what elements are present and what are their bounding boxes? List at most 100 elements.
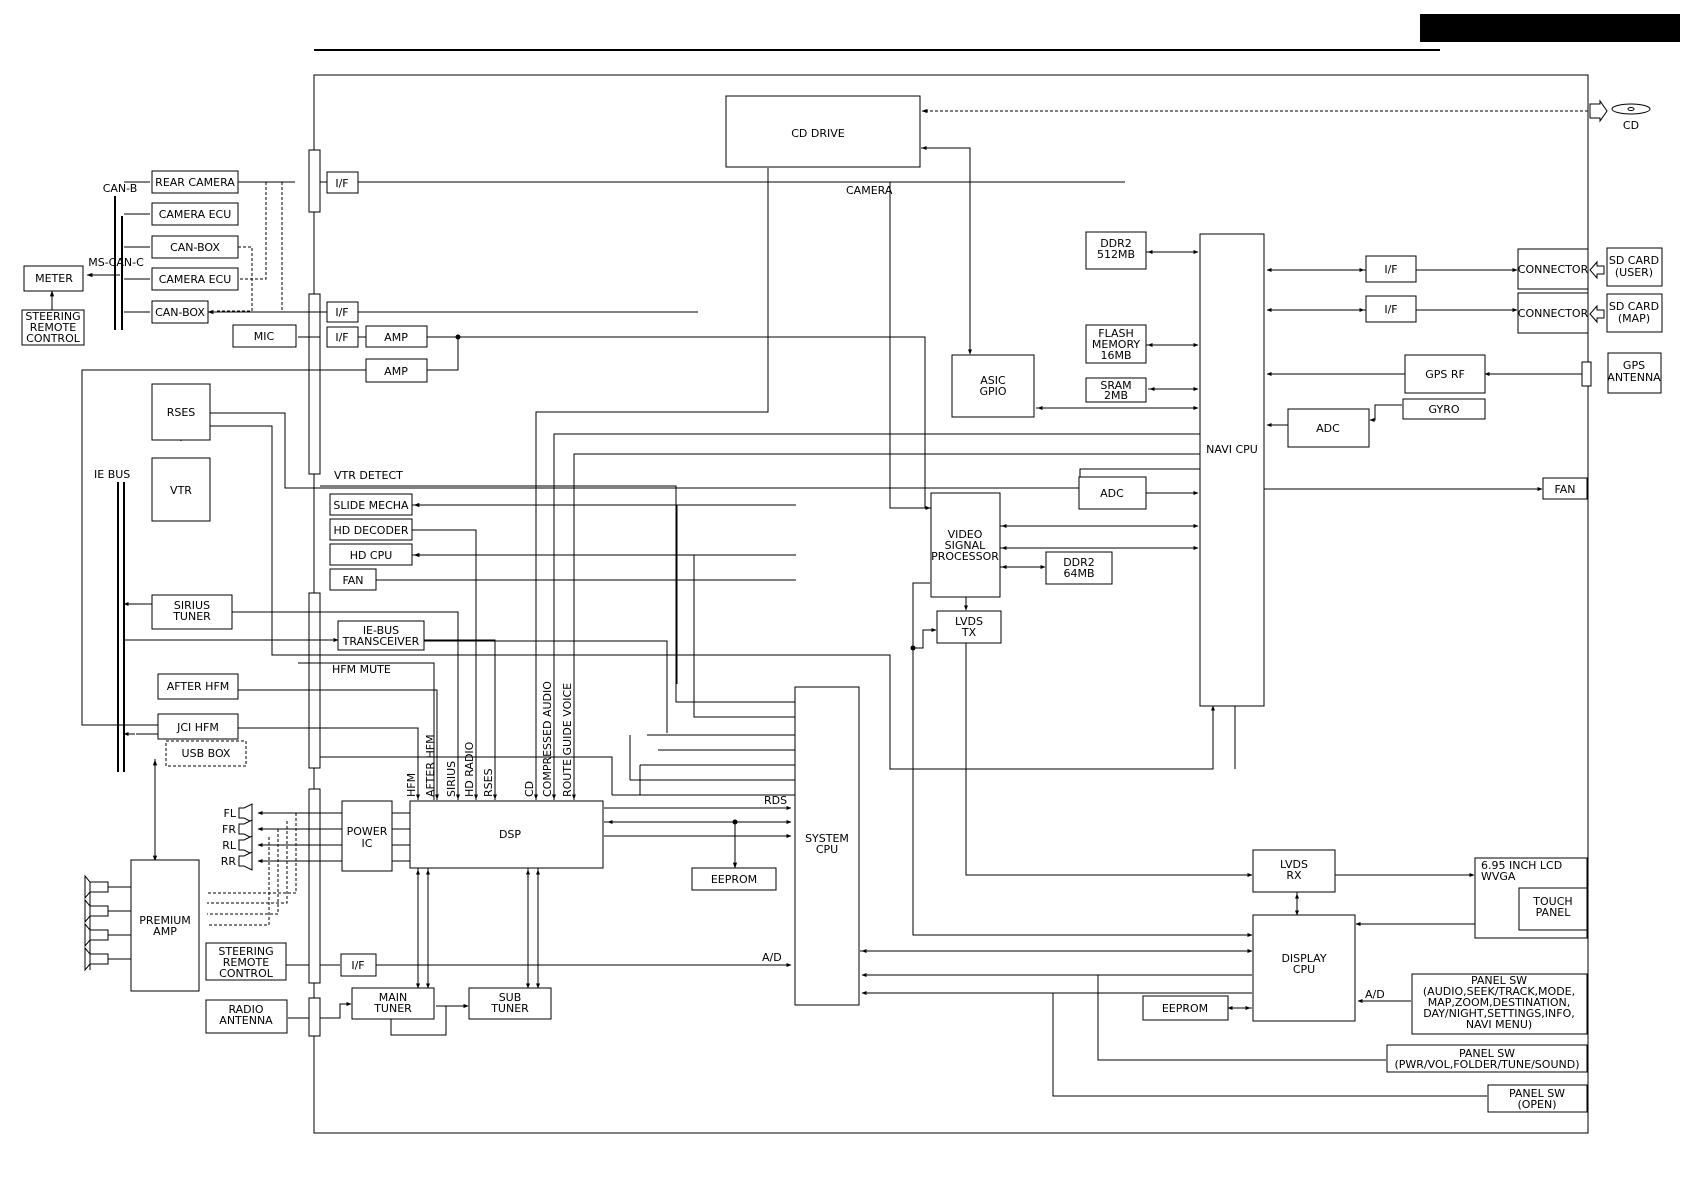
premium-amp-speaker-wires — [89, 882, 131, 970]
if-box-sd-map — [1365, 295, 1417, 323]
ie-bus-transceiver-line-2: TRANSCEIVER — [342, 635, 420, 648]
ie-bus-label: IE BUS — [94, 468, 130, 481]
steering-remote-control-box-2 — [205, 942, 287, 981]
jci-hfm-box — [157, 713, 239, 740]
sram-line-1: SRAM — [1100, 379, 1131, 392]
power-ic-box — [341, 800, 393, 872]
fan-label-left: FAN — [342, 574, 363, 587]
eeprom-label-display: EEPROM — [1162, 1002, 1208, 1015]
adc-label-lower: ADC — [1100, 487, 1124, 500]
if-label-sd-map: I/F — [1384, 303, 1397, 316]
panel-sw-1-line-5: NAVI MENU) — [1466, 1018, 1532, 1031]
vtr-detect-label: VTR DETECT — [334, 469, 403, 482]
radio-antenna-line-2: ANTENNA — [219, 1014, 273, 1027]
display-cpu-line-1: DISPLAY — [1281, 952, 1326, 965]
gps-antenna-connector — [1581, 361, 1592, 387]
sub-tuner-line-1: SUB — [499, 991, 522, 1004]
lvds-tx-box — [936, 610, 1002, 644]
if-label-sd-user: I/F — [1384, 263, 1397, 276]
gps-antenna-line-1: GPS — [1623, 359, 1645, 372]
main-tuner-line-2: TUNER — [373, 1002, 412, 1015]
adc-label-upper: ADC — [1316, 422, 1340, 435]
connector-bar-4 — [308, 788, 321, 984]
panel-sw-box-3 — [1487, 1084, 1588, 1113]
cd-drive-box — [725, 95, 921, 168]
usb-box-label: USB BOX — [182, 747, 231, 760]
connector-box-user — [1517, 248, 1589, 290]
navi-cpu-box — [1199, 233, 1265, 707]
sub-tuner-box — [468, 987, 552, 1020]
sram-line-2: 2MB — [1104, 389, 1128, 402]
panel-sw-box-2 — [1386, 1044, 1588, 1073]
lvds-rx-box — [1252, 849, 1336, 893]
panel-sw-1-line-1: PANEL SW — [1471, 974, 1527, 987]
lvds-tx-line-1: LVDS — [955, 615, 983, 628]
can-box-2 — [151, 300, 209, 324]
sd-card-map-line-2: (MAP) — [1618, 312, 1650, 325]
touch-panel-box — [1518, 887, 1588, 931]
fan-box-left — [329, 568, 377, 591]
slide-mecha-label: SLIDE MECHA — [333, 499, 409, 512]
steering-remote-control-2-line-1: STEERING — [218, 945, 273, 958]
display-cpu-box — [1252, 914, 1356, 1022]
a-d-label-display: A/D — [1365, 988, 1385, 1001]
rses-label: RSES — [167, 406, 196, 419]
vtr-box — [151, 457, 211, 522]
amp-box-2 — [365, 358, 428, 383]
cd-drive-label: CD DRIVE — [791, 127, 845, 140]
meter-box — [23, 265, 84, 292]
after-hfm-label: AFTER HFM — [167, 680, 230, 693]
panel-sw-box-1 — [1411, 973, 1588, 1035]
amp-box-1 — [365, 325, 428, 348]
eeprom-label-dsp: EEPROM — [711, 873, 757, 886]
speaker-rr-label: RR — [221, 855, 237, 868]
hd-cpu-label: HD CPU — [350, 549, 393, 562]
video-signal-processor-line-1: VIDEO — [948, 528, 983, 541]
gps-antenna-box — [1607, 352, 1662, 394]
dsp-input-cd: CD — [523, 781, 536, 797]
header-black-bar — [1420, 14, 1680, 42]
gyro-label: GYRO — [1429, 403, 1460, 416]
panel-sw-1-line-3: MAP,ZOOM,DESTINATION, — [1428, 996, 1571, 1009]
panel-sw-2-line-1: PANEL SW — [1459, 1047, 1515, 1060]
sd-card-map-line-1: SD CARD — [1609, 300, 1659, 313]
hfm-mute-label: HFM MUTE — [332, 663, 391, 676]
camera-ecu-box-1 — [151, 202, 239, 226]
system-cpu-box — [794, 686, 860, 1006]
speaker-rl-label: RL — [222, 839, 237, 852]
radio-antenna-line-1: RADIO — [228, 1003, 263, 1016]
dsp-input-hfm: HFM — [405, 773, 418, 797]
power-ic-line-2: IC — [362, 837, 373, 850]
camera-ecu-label-1: CAMERA ECU — [159, 208, 232, 221]
cd-label: CD — [1623, 119, 1639, 132]
cd-disc-icon — [1589, 99, 1651, 123]
camera-ecu-box-2 — [151, 267, 239, 291]
camera-ecu-label-2: CAMERA ECU — [159, 273, 232, 286]
sirius-tuner-line-2: TUNER — [172, 610, 211, 623]
can-box-1 — [151, 235, 239, 259]
if-box-sd-user — [1365, 255, 1417, 283]
main-tuner-box — [351, 987, 435, 1020]
sd-card-user-line-1: SD CARD — [1609, 254, 1659, 267]
radio-antenna-box — [205, 999, 288, 1034]
dsp-input-route-guide-voice: ROUTE GUIDE VOICE — [561, 683, 574, 797]
adc-box-upper — [1287, 408, 1370, 448]
ddr2-512mb-box — [1085, 231, 1147, 270]
video-signal-processor-line-2: SIGNAL — [945, 539, 987, 552]
speaker-fl-label: FL — [224, 807, 237, 820]
power-ic-line-1: POWER — [347, 825, 388, 838]
main-unit-border — [313, 74, 1589, 1134]
touch-panel-line-1: TOUCH — [1532, 895, 1572, 908]
gps-rf-label: GPS RF — [1425, 368, 1465, 381]
steering-remote-control-line-1: STEERING — [25, 310, 80, 323]
mic-label: MIC — [254, 330, 275, 343]
after-hfm-box — [157, 673, 239, 700]
video-signal-processor-line-3: PROCESSOR — [931, 550, 999, 563]
rear-camera-label: REAR CAMERA — [155, 176, 235, 189]
dsp-input-rses: RSES — [482, 768, 495, 797]
if-label-mic: I/F — [335, 331, 348, 344]
connector-label-map: CONNECTOR — [1518, 307, 1589, 320]
sirius-tuner-box — [151, 594, 233, 630]
ie-bus-transceiver-box — [337, 620, 425, 651]
